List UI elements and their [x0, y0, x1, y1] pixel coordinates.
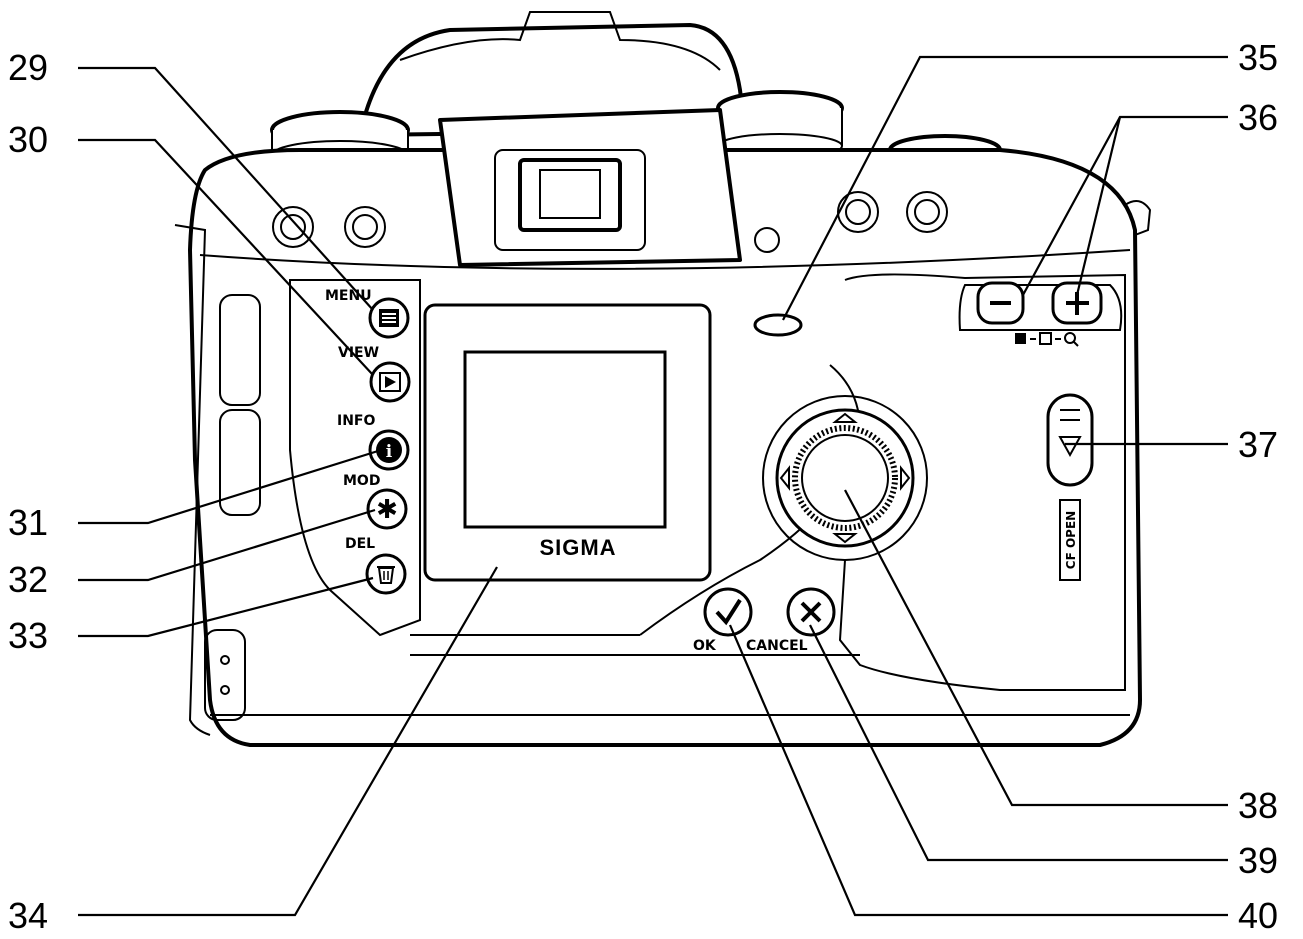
callout-34: 34: [8, 895, 48, 936]
info-button[interactable]: i: [368, 429, 410, 471]
del-label: DEL: [345, 536, 375, 552]
callout-36: 36: [1238, 97, 1278, 138]
menu-label: MENU: [325, 288, 372, 304]
view-button[interactable]: [369, 361, 411, 403]
callout-30: 30: [8, 119, 48, 160]
mod-label: MOD: [343, 473, 380, 489]
callout-29: 29: [8, 47, 48, 88]
svg-text:i: i: [386, 442, 393, 462]
delete-button[interactable]: [365, 553, 407, 595]
callout-38: 38: [1238, 785, 1278, 826]
zoom-panel: [958, 284, 1123, 331]
callout-32: 32: [8, 559, 48, 600]
ok-label: OK: [693, 638, 717, 654]
four-way-controller[interactable]: [762, 395, 928, 561]
mod-button[interactable]: ✱: [366, 488, 408, 530]
left-strap-lug: [204, 629, 246, 721]
callout-39: 39: [1238, 840, 1278, 881]
af-indicator-lamp: [753, 313, 803, 337]
brand-logo: SIGMA: [539, 535, 616, 560]
cancel-label: CANCEL: [746, 638, 808, 654]
info-label: INFO: [337, 413, 375, 429]
leader-lines: [78, 55, 1228, 917]
viewfinder-eyepiece: [438, 108, 742, 267]
zoom-in-button[interactable]: [1051, 281, 1103, 325]
callout-31: 31: [8, 502, 48, 543]
right-dial: [716, 90, 844, 159]
cf-open-label: CF OPEN: [1064, 511, 1078, 569]
callout-40: 40: [1238, 895, 1278, 936]
menu-button[interactable]: [368, 297, 410, 339]
ok-button[interactable]: [703, 587, 753, 637]
svg-text:✱: ✱: [376, 495, 398, 525]
callout-33: 33: [8, 615, 48, 656]
callout-37: 37: [1238, 424, 1278, 465]
callout-35: 35: [1238, 37, 1278, 78]
zoom-mode-icons: [1015, 332, 1079, 347]
zoom-out-button[interactable]: [976, 281, 1025, 325]
lcd-monitor: SIGMA: [423, 303, 712, 582]
cf-door-latch[interactable]: [1046, 393, 1094, 487]
cf-open-label-box: CF OPEN: [1059, 499, 1081, 581]
cancel-button[interactable]: [786, 587, 836, 637]
